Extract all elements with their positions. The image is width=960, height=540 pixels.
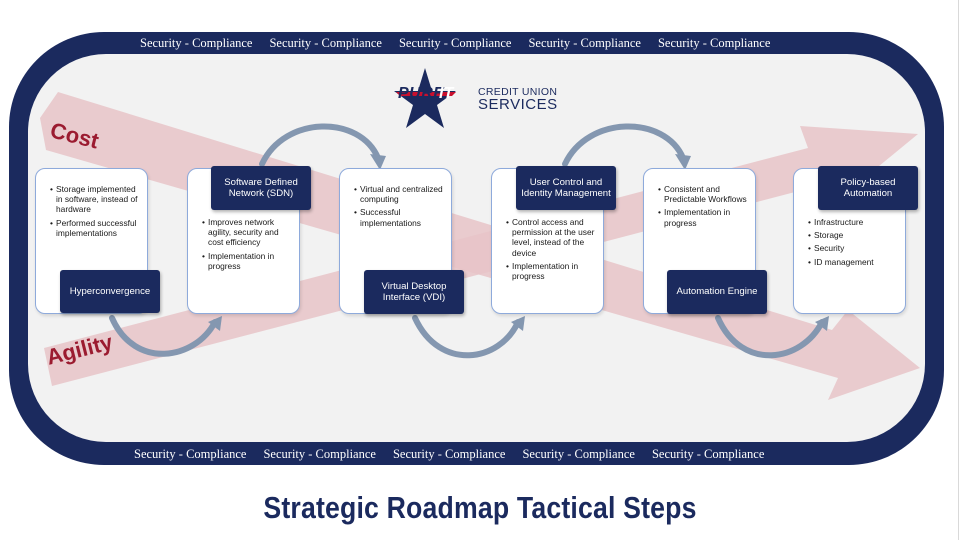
connector-head-3: [511, 316, 525, 331]
step-bullets: Improves network agility, security and c…: [202, 217, 296, 274]
step-bullets: Virtual and centralized computing Succes…: [354, 184, 448, 231]
logo-line-1: CREDIT UNION: [478, 86, 558, 98]
step-bullet: Successful implementations: [354, 207, 448, 227]
connectors: [109, 123, 825, 359]
step-bullet: Storage: [808, 230, 902, 240]
step-bullet: Implementation in progress: [658, 207, 752, 227]
step-bullet: Implementation in progress: [202, 251, 296, 271]
step-bullet: Security: [808, 243, 902, 253]
security-label: Security - Compliance: [134, 446, 247, 461]
security-strip-bottom: Security - Compliance Security - Complia…: [134, 444, 781, 464]
connector-2-3: [259, 123, 381, 167]
step-bullet: Implementation in progress: [506, 261, 600, 281]
connector-heads: [208, 154, 829, 331]
security-label: Security - Compliance: [657, 35, 771, 50]
step-title-sdn: Software Defined Network (SDN): [211, 166, 311, 210]
security-label: Security - Compliance: [140, 35, 253, 50]
security-label: Security - Compliance: [269, 35, 382, 50]
company-logo: PURE IT CREDIT UNION SERVICES: [396, 68, 561, 128]
connector-1-2: [109, 315, 218, 357]
slide-title: Strategic Roadmap Tactical Steps: [263, 490, 697, 525]
security-label: Security - Compliance: [263, 446, 376, 461]
logo-star: [394, 68, 456, 128]
slide-edge-rule: [958, 0, 959, 540]
security-label: Security - Compliance: [522, 446, 635, 461]
step-bullet: ID management: [808, 257, 902, 267]
connector-head-4: [675, 154, 691, 170]
step-bullet: Improves network agility, security and c…: [202, 217, 296, 248]
logo-star-band: [396, 92, 456, 96]
logo-word-pure: PURE: [398, 85, 445, 102]
connector-head-5: [815, 316, 829, 331]
step-bullets: Control access and permission at the use…: [506, 217, 600, 284]
security-label: Security - Compliance: [398, 35, 512, 50]
step-bullet: Storage implemented in software, instead…: [50, 184, 144, 215]
connector-head-1: [208, 316, 222, 331]
step-bullets: Storage implemented in software, instead…: [50, 184, 144, 241]
connector-5-6: [715, 315, 825, 359]
step-bullet: Infrastructure: [808, 217, 902, 227]
step-bullets: Infrastructure Storage Security ID manag…: [808, 217, 902, 270]
step-title-automation-engine: Automation Engine: [667, 270, 767, 314]
logo-word-it: IT: [439, 85, 454, 102]
connector-head-2: [370, 154, 386, 170]
step-title-identity: User Control and Identity Management: [516, 166, 616, 210]
connector-3-4: [412, 315, 521, 359]
connector-4-5: [562, 123, 686, 167]
step-bullet: Virtual and centralized computing: [354, 184, 448, 204]
step-title-vdi: Virtual Desktop Interface (VDI): [364, 270, 464, 314]
step-bullet: Consistent and Predictable Workflows: [658, 184, 752, 204]
logo-line-2: SERVICES: [478, 96, 558, 113]
step-bullet: Performed successful implementations: [50, 218, 144, 238]
security-label: Security - Compliance: [392, 446, 506, 461]
step-title-policy-automation: Policy-based Automation: [818, 166, 918, 210]
step-title-hyperconvergence: Hyperconvergence: [60, 270, 160, 313]
security-label: Security - Compliance: [528, 35, 641, 50]
security-strip-top: Security - Compliance Security - Complia…: [140, 33, 787, 53]
security-label: Security - Compliance: [651, 446, 765, 461]
step-bullets: Consistent and Predictable Workflows Imp…: [658, 184, 752, 231]
step-bullet: Control access and permission at the use…: [506, 217, 600, 258]
